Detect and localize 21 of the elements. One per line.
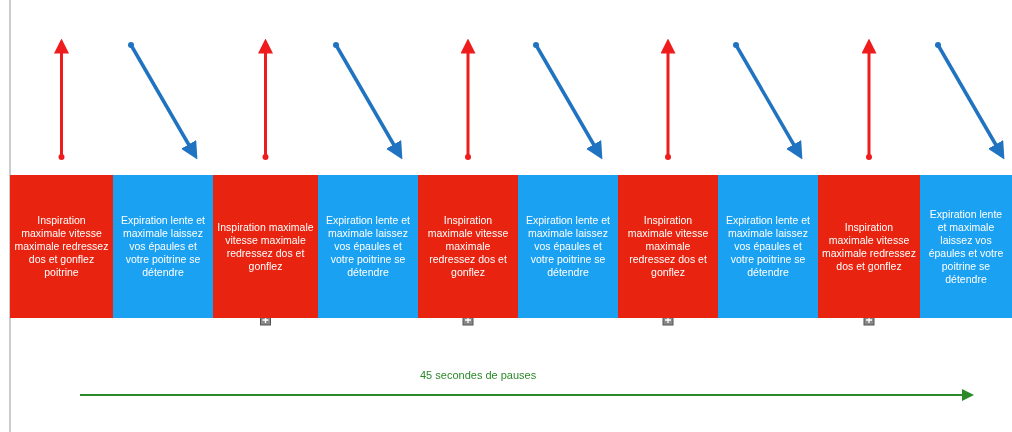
expiration-box <box>518 175 618 318</box>
expiration-box <box>920 175 1012 318</box>
duration-label: 45 secondes de pauses <box>420 369 537 381</box>
box-text: Inspiration maximale vitesse maximale redressez dos et gonflez poitrine <box>14 214 109 279</box>
expiration-box <box>113 175 213 318</box>
box-text: Expiration lente et maximale laissez vos épaules et votre poitrine se détendre <box>927 207 1005 286</box>
box-text: Expiration lente et maximale laissez vos épaules et votre poitrine se détendre <box>324 214 412 279</box>
inspiration-box <box>418 175 518 318</box>
inspiration-box <box>618 175 718 318</box>
box-text: Expiration lente et maximale laissez vos épaules et votre poitrine se détendre <box>524 214 612 279</box>
expiration-box <box>718 175 818 318</box>
inspiration-box <box>10 175 113 318</box>
inspiration-box <box>213 175 318 318</box>
inspiration-box <box>818 175 920 318</box>
box-text: Inspiration maximale vitesse maximale redressez dos et gonflez <box>217 220 314 273</box>
box-text: Expiration lente et maximale laissez vos épaules et votre poitrine se détendre <box>724 214 812 279</box>
expiration-box <box>318 175 418 318</box>
box-text: Inspiration maximale vitesse maximale redressez dos et gonflez <box>426 214 510 279</box>
box-text: Inspiration maximale vitesse maximale redressez dos et gonflez <box>822 220 916 273</box>
box-text: Inspiration maximale vitesse maximale redressez dos et gonflez <box>626 214 710 279</box>
box-text: Expiration lente et maximale laissez vos épaules et votre poitrine se détendre <box>119 214 207 279</box>
